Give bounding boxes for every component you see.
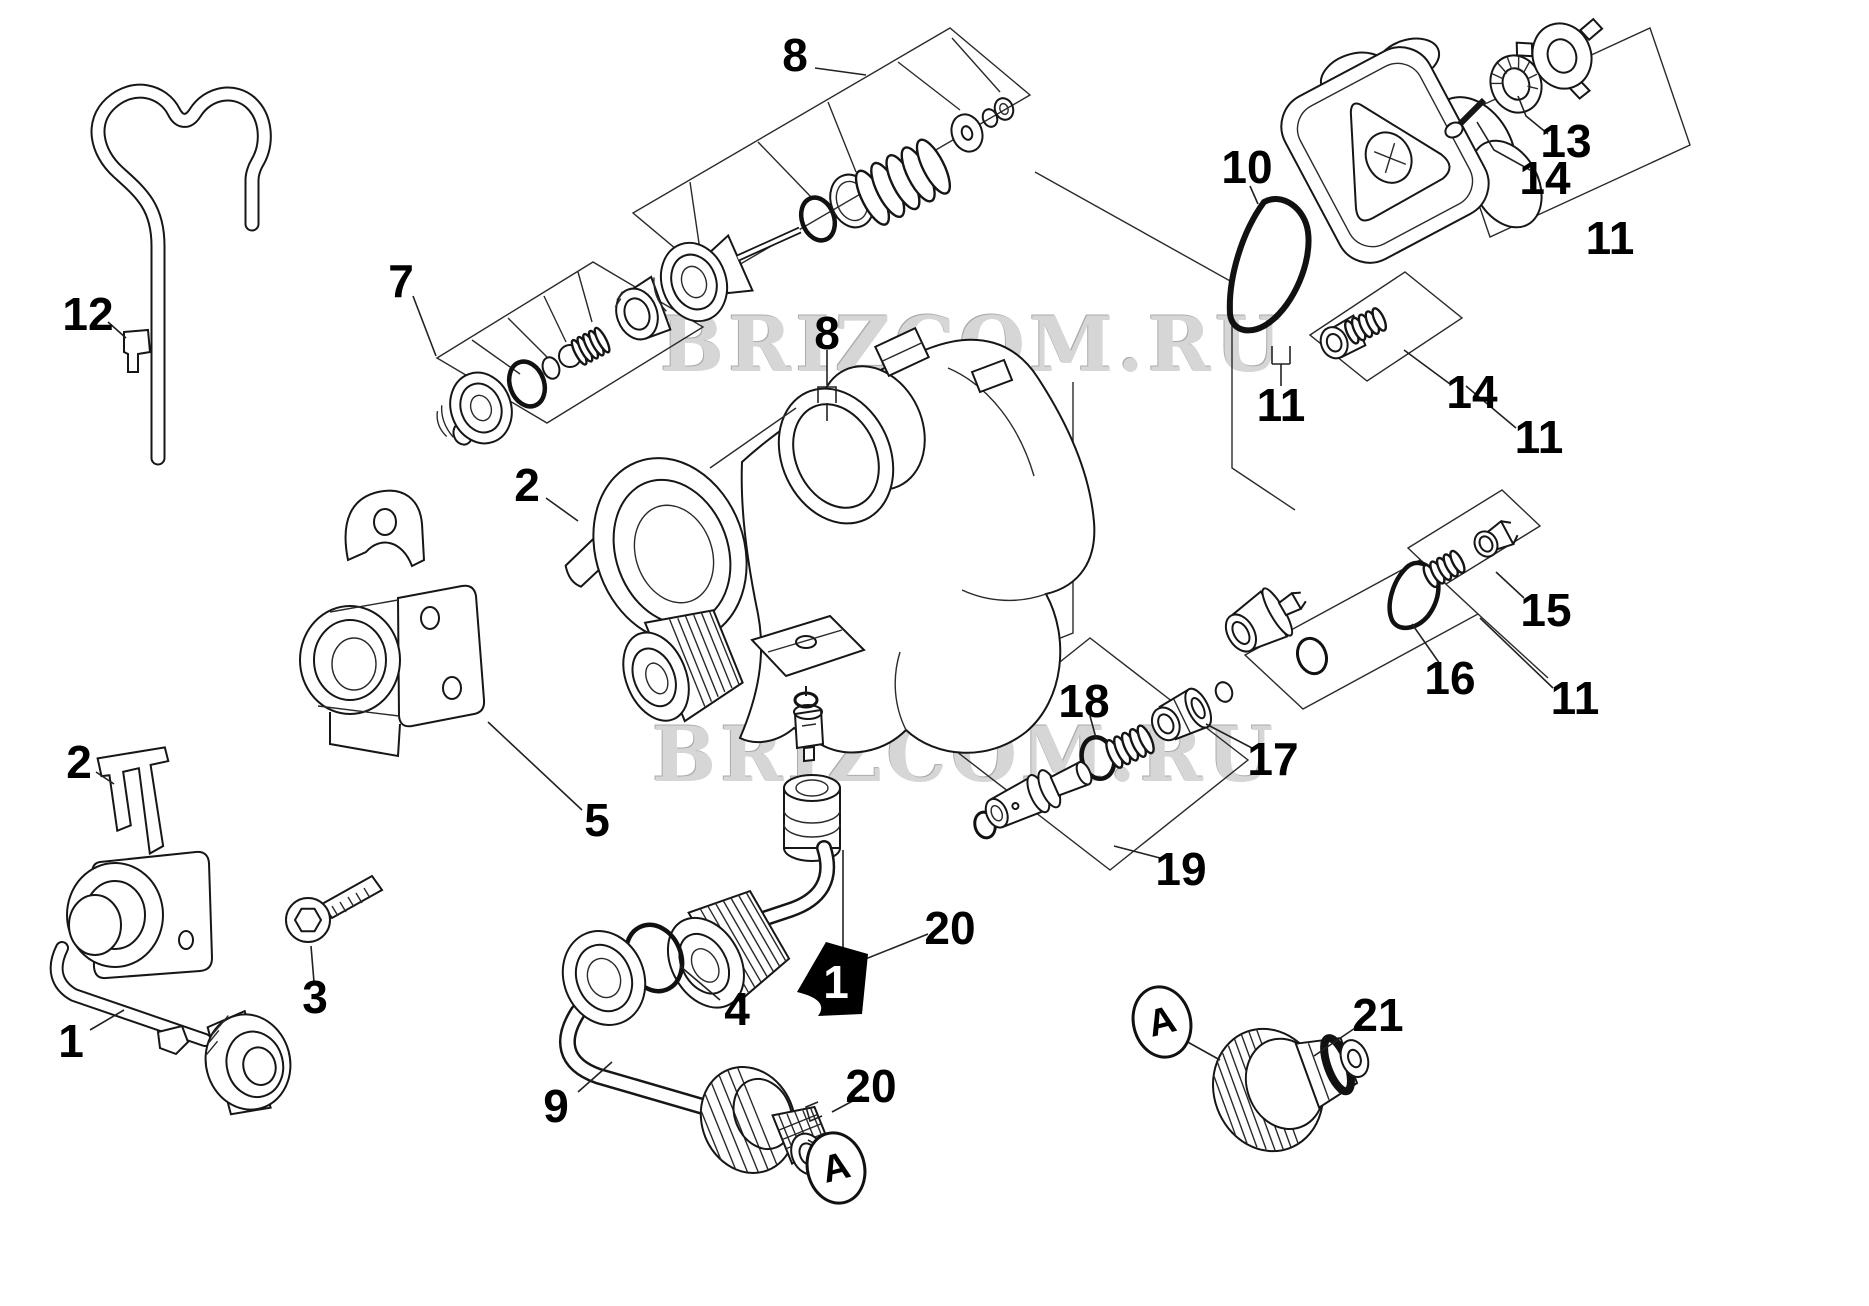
o-ring	[1295, 636, 1329, 676]
garden-hose-adapter	[1212, 1027, 1370, 1153]
part-callout-12: 12	[62, 288, 114, 340]
coupling-nut	[699, 1066, 797, 1174]
o-ring-small	[541, 356, 561, 380]
step-badge-number: 1	[823, 956, 849, 1008]
outlet-thread	[666, 889, 791, 1009]
triangular-seal-10	[1226, 196, 1312, 334]
part-callout-14-top: 14	[1519, 152, 1571, 204]
o-ring	[798, 195, 838, 243]
part-callout-19: 19	[1155, 843, 1207, 895]
socket-head-screw	[285, 874, 384, 943]
part-callout-16: 16	[1424, 652, 1476, 704]
spring	[1102, 722, 1158, 771]
inlet-thread	[204, 1009, 292, 1116]
part-callout-14-right: 14	[1446, 366, 1498, 418]
o-ring-17	[1214, 681, 1234, 703]
part-callout-20-bottom: 20	[845, 1060, 897, 1112]
pump-head	[1280, 17, 1604, 360]
guide-bushing-17	[1150, 687, 1213, 742]
pump-housing-block	[299, 489, 486, 758]
part-callout-2-top: 2	[514, 459, 540, 511]
washer	[950, 113, 984, 153]
valve-stem	[793, 704, 825, 763]
part-callout-11-top-right: 11	[1585, 212, 1635, 264]
part-callout-1: 1	[58, 1015, 84, 1067]
spring	[1420, 548, 1468, 590]
part-callout-11-lower-right: 11	[1550, 672, 1600, 724]
retainer-ring	[993, 97, 1015, 121]
bypass-valve-kit-16	[1224, 519, 1519, 676]
part-callout-9: 9	[543, 1080, 569, 1132]
hose-clip	[123, 328, 152, 373]
part-callout-10: 10	[1221, 141, 1273, 193]
valve-pin-15	[1473, 519, 1519, 558]
suction-hose	[90, 83, 272, 466]
part-callout-13: 13	[1540, 115, 1592, 167]
elbow-clip-tab	[156, 1024, 190, 1056]
grooved-sleeve	[783, 774, 841, 862]
check-valve-kit-7	[436, 275, 672, 446]
part-callout-11-right: 11	[1514, 411, 1564, 463]
bearing-ring-13	[1489, 54, 1543, 114]
poppet-valve	[1224, 587, 1307, 653]
o-ring	[506, 359, 548, 409]
part-callout-5: 5	[584, 794, 610, 846]
piston	[984, 760, 1093, 829]
control-piston-kit-8	[653, 97, 1015, 323]
part-callout-8-mid: 8	[814, 307, 840, 359]
inlet-thread-fitting	[622, 609, 744, 723]
head-spring	[1341, 305, 1390, 346]
threaded-bushing	[614, 275, 672, 341]
piston-plug	[653, 233, 754, 323]
assembly-group-boxes	[435, 27, 1691, 871]
part-callout-3: 3	[302, 971, 328, 1023]
control-valve-body	[592, 326, 1096, 754]
part-callout-21: 21	[1352, 989, 1404, 1041]
outlet-valve-and-elbow	[666, 686, 841, 1009]
step-arrow-badge	[797, 942, 868, 1016]
head-screw	[1444, 121, 1464, 139]
safety-clip-left	[96, 746, 170, 856]
part-callout-11-triangle: 11	[1256, 379, 1306, 431]
part-callout-20-top: 20	[924, 902, 976, 954]
part-callout-17: 17	[1247, 733, 1299, 785]
tabbed-cap-14	[1515, 17, 1604, 100]
part-callout-15: 15	[1520, 584, 1572, 636]
part-callout-18: 18	[1058, 675, 1110, 727]
part-callout-4: 4	[724, 983, 750, 1035]
part-callout-2-left: 2	[66, 736, 92, 788]
inlet-elbow-fitting	[49, 850, 292, 1116]
piston-kit-19	[973, 681, 1234, 840]
part-callout-8-top: 8	[782, 29, 808, 81]
part-callout-7: 7	[388, 255, 414, 307]
